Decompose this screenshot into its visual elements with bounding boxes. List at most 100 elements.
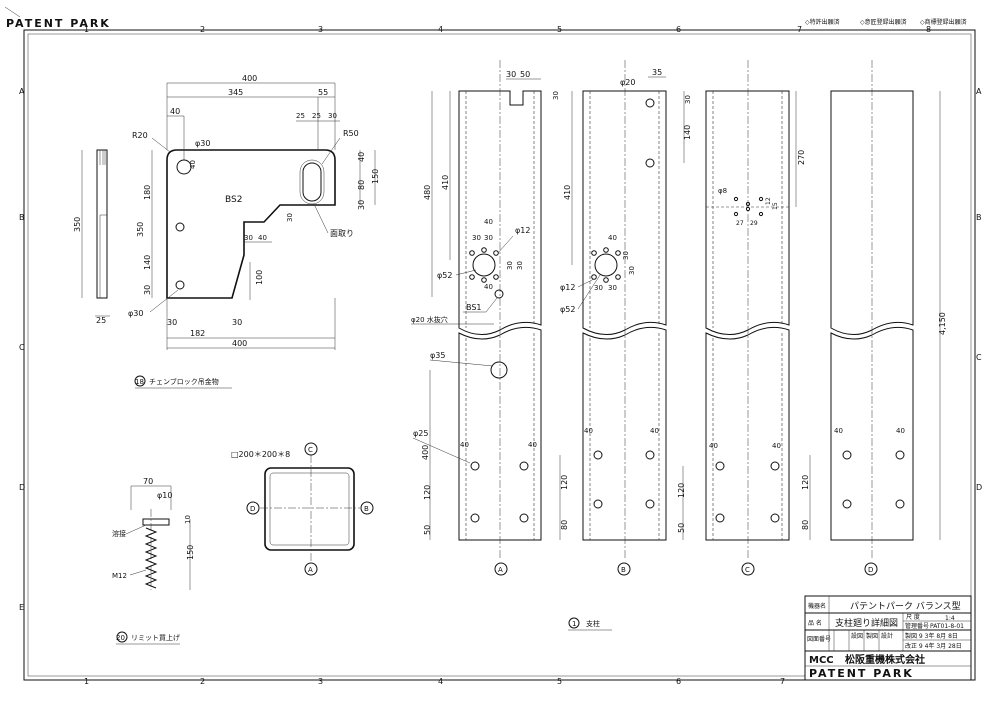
svg-text:30: 30: [328, 112, 337, 120]
caption-20-text: リミット買上げ: [131, 633, 180, 642]
svg-text:40: 40: [357, 152, 366, 162]
svg-text:φ52: φ52: [560, 305, 575, 314]
grid-row-a: A: [19, 87, 25, 96]
tube-section: □200＊200＊8 C D B A: [231, 442, 374, 576]
tube-view-c: C: [308, 446, 313, 454]
caption-18-marker: [134, 375, 146, 387]
tube-size-label: □200＊200＊8: [231, 450, 290, 459]
tb-revised: 改正 9 4年 3月 28日: [905, 642, 962, 650]
svg-text:350: 350: [136, 222, 145, 237]
grid-row-d: D: [19, 483, 25, 492]
tb-drawing-no: PAT01-8-01: [930, 623, 964, 630]
tb-created: 製図 9 3年 8月 8日: [905, 632, 958, 640]
tube-outer: [264, 467, 355, 551]
svg-text:30: 30: [167, 318, 177, 327]
grid-col-1: 1: [84, 25, 89, 34]
svg-text:30: 30: [286, 213, 294, 222]
svg-text:30: 30: [143, 285, 152, 295]
column-a-label: A: [498, 566, 503, 574]
grid-row-b-right: B: [976, 213, 982, 222]
plate-label-bs2: BS2: [225, 195, 242, 205]
svg-text:φ25: φ25: [413, 429, 428, 438]
svg-text:150: 150: [186, 545, 195, 560]
svg-text:345: 345: [228, 88, 243, 97]
svg-text:140: 140: [143, 255, 152, 270]
svg-text:図面番号: 図面番号: [807, 636, 831, 643]
grid-col-5: 5: [557, 25, 562, 34]
svg-text:30: 30: [608, 284, 617, 292]
svg-text:15: 15: [772, 202, 779, 210]
bracket-side-view: [96, 149, 108, 299]
svg-text:350: 350: [73, 217, 82, 232]
grid-row-b: B: [19, 213, 25, 222]
svg-text:40: 40: [834, 427, 843, 435]
outer-frame: [23, 29, 976, 681]
svg-text:18: 18: [135, 378, 144, 386]
svg-text:25: 25: [96, 316, 106, 325]
checkbox-patent: ◇特許出願済: [805, 18, 840, 26]
svg-text:製図: 製図: [866, 632, 878, 640]
svg-text:設図: 設図: [851, 632, 863, 640]
svg-text:25: 25: [296, 112, 305, 120]
svg-text:φ12: φ12: [560, 283, 575, 292]
column-a-phi35-hole: [490, 361, 508, 379]
svg-text:40: 40: [528, 441, 537, 449]
svg-text:120: 120: [560, 475, 569, 490]
tb-name: 支柱廻り詳細図: [835, 617, 898, 629]
svg-text:30: 30: [472, 234, 481, 242]
svg-text:70: 70: [143, 477, 153, 486]
svg-text:80: 80: [357, 180, 366, 190]
checkbox-design: ◇意匠登録出願済: [860, 18, 907, 26]
svg-text:φ20: φ20: [620, 78, 635, 87]
svg-text:30: 30: [232, 318, 242, 327]
column-view-a: 30 50 30 480 410 40 30 30 φ12 30 30 φ52 …: [411, 60, 560, 576]
svg-text:180: 180: [143, 185, 152, 200]
column-view-b: φ20 35 30 140 410 40 30 30 30 30 φ12 φ52…: [559, 60, 692, 576]
tb-scale: 1:4: [945, 615, 955, 622]
svg-text:尺 度: 尺 度: [906, 613, 920, 621]
limit-plate: [142, 518, 170, 526]
svg-text:80: 80: [560, 520, 569, 530]
svg-text:400: 400: [232, 339, 247, 348]
tb-company-code: MCC: [809, 655, 834, 666]
grid-row-a-right: A: [976, 87, 982, 96]
caption-18-text: チェンブロック吊金物: [149, 377, 219, 386]
svg-text:4,150: 4,150: [938, 312, 947, 335]
svg-text:1: 1: [572, 620, 576, 628]
svg-text:φ30: φ30: [195, 139, 210, 148]
grid-col-6: 6: [676, 25, 681, 34]
column-a-drain-hole: [494, 289, 504, 299]
svg-text:50: 50: [677, 523, 686, 533]
svg-text:10: 10: [184, 515, 192, 524]
svg-text:管理番号: 管理番号: [905, 622, 929, 630]
checkbox-trademark: ◇商標登録出願済: [920, 18, 967, 26]
svg-text:φ12: φ12: [515, 226, 530, 235]
column-b-label: B: [621, 566, 626, 574]
svg-text:φ30: φ30: [128, 309, 143, 318]
grid-row-e: E: [19, 603, 24, 612]
svg-text:30: 30: [684, 95, 692, 104]
svg-text:30: 30: [357, 200, 366, 210]
svg-text:40: 40: [484, 283, 493, 291]
svg-text:480: 480: [423, 185, 432, 200]
title-block: 機器名 パテントパーク バランス型 品 名 支柱廻り詳細図 尺 度 1:4 管理…: [804, 595, 972, 681]
svg-text:30: 30: [506, 70, 516, 79]
svg-text:400: 400: [421, 445, 430, 460]
grid-row-c-right: C: [976, 353, 982, 362]
svg-text:29: 29: [750, 220, 758, 227]
svg-text:12: 12: [765, 197, 772, 205]
svg-text:120: 120: [801, 475, 810, 490]
svg-text:品 名: 品 名: [808, 619, 822, 627]
tb-brand: PATENT PARK: [809, 667, 914, 680]
header-brand: PATENT PARK: [6, 17, 111, 30]
svg-text:30: 30: [484, 234, 493, 242]
hole-bottom-left: [175, 280, 185, 290]
svg-text:φ10: φ10: [157, 491, 172, 500]
part-18-bracket: 350 25 BS2 400 345 55 40 25 25 30 R20 φ3…: [73, 74, 380, 350]
column-view-d: 4,150 40 40 120 80 D: [801, 60, 947, 576]
svg-text:410: 410: [563, 185, 572, 200]
svg-text:30: 30: [506, 261, 514, 270]
svg-text:40: 40: [772, 442, 781, 450]
svg-text:30: 30: [628, 266, 636, 275]
svg-text:40: 40: [896, 427, 905, 435]
